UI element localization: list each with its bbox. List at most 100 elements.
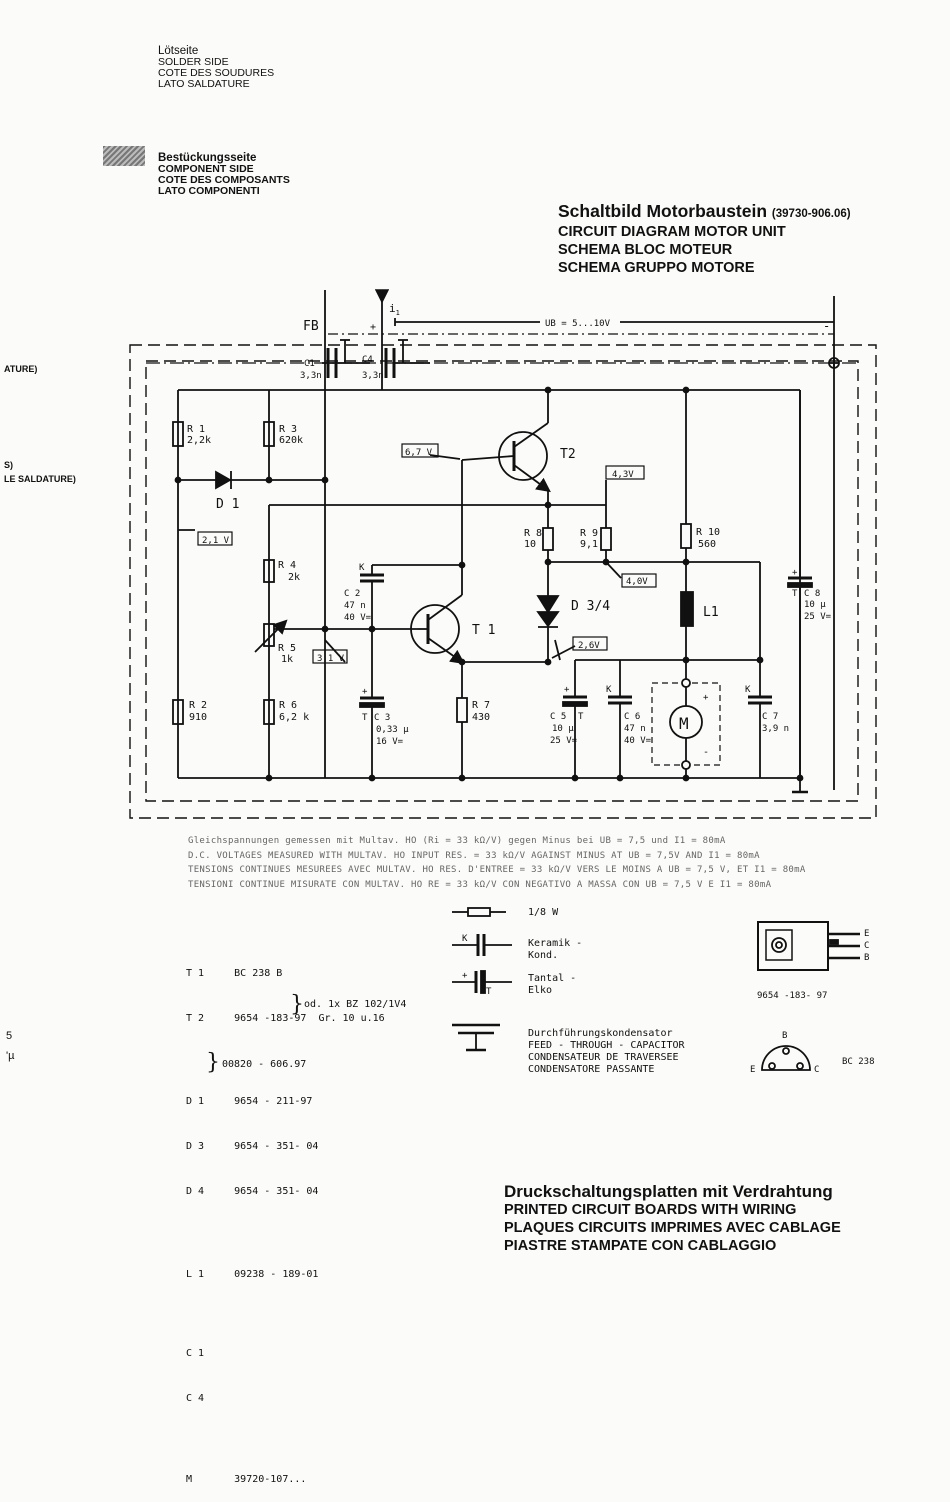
diode-brace: } [290, 992, 304, 1017]
c7-value: 3,9 n [762, 724, 789, 734]
r5-label: R 5 [278, 643, 296, 654]
r8-symbol [542, 527, 554, 551]
c5-value: 10 µ [552, 724, 574, 734]
legend-feedthrough-text: Durchführungskondensator FEED - THROUGH … [528, 1028, 685, 1076]
package-code: 9654 -183- 97 [757, 991, 827, 1001]
plus-label: + [370, 322, 376, 333]
r5-value: 1k [281, 654, 293, 665]
r1-label: R 1 [187, 424, 205, 435]
c6-value: 47 n [624, 724, 646, 734]
r4-value: 2k [288, 572, 300, 583]
voltage-box-4-0 [621, 573, 657, 588]
c7-label: C 7 [762, 712, 778, 722]
c3-voltage: 16 V= [376, 737, 404, 747]
r7-label: R 7 [472, 700, 490, 711]
r10-label: R 10 [696, 527, 720, 538]
footer-title-en: PRINTED CIRCUIT BOARDS WITH WIRING [504, 1202, 797, 1218]
supply-label: UB = 5...10V [545, 319, 611, 329]
r5-symbol [263, 623, 275, 647]
circuit-title-code: (39730-906.06) [771, 208, 851, 220]
part-m: M 39720-107... [186, 1474, 307, 1485]
circuit-schematic: FB + - i1 UB = 5...10V C1 3,3n C4 3,3n R… [129, 289, 877, 1075]
r1-value: 2,2k [187, 435, 211, 446]
c1-value: 3,3n [300, 371, 322, 381]
c8-plus: + [792, 568, 798, 578]
note-it: TENSIONI CONTINUE MISURATE CON MULTAV. H… [188, 879, 772, 890]
pin-c: C [864, 941, 869, 951]
voltage-box-2-1 [197, 531, 233, 546]
legend-ceramic-text: Keramik - Kond. [528, 938, 582, 962]
shield-frame [129, 344, 877, 819]
voltage-box-3-1 [312, 649, 348, 664]
part-d-alt: od. 1x BZ 102/1V4 [304, 999, 407, 1010]
circuit-title-it: SCHEMA GRUPPO MOTORE [558, 260, 755, 276]
part-t2: T 2 9654 -183-97 Gr. 10 u.16 [186, 1013, 385, 1024]
voltage-box-2-6 [572, 636, 608, 651]
legend-plus: + [462, 971, 468, 981]
voltage-4-0: 4,0V [626, 577, 648, 587]
r3-symbol [263, 421, 275, 447]
pin-b: B [864, 953, 869, 963]
legend-resistor-text: 1/8 W [528, 907, 559, 918]
part-d3: D 3 9654 - 351- 04 [186, 1141, 319, 1152]
c7-k-label: K [745, 685, 751, 695]
voltage-box-4-3 [605, 465, 645, 480]
t1-label: T 1 [472, 623, 495, 638]
component-side-de: Bestückungsseite [158, 152, 257, 164]
c2-value: 47 n [344, 601, 366, 611]
note-fr: TENSIONS CONTINUES MESUREES AVEC MULTAV.… [188, 865, 806, 875]
margin-fragment: S) [4, 460, 13, 470]
r6-label: R 6 [279, 700, 297, 711]
c8-value: 10 µ [804, 600, 826, 610]
c3-label: C 3 [374, 713, 390, 723]
solder-side-fr: COTE DES SOUDURES [158, 67, 275, 79]
r4-symbol [263, 559, 275, 583]
margin-fragment: LE SALDATURE) [4, 474, 76, 484]
voltage-2-1: 2,1 V [202, 536, 230, 546]
d1-symbol [215, 470, 232, 490]
component-side-en: COMPONENT SIDE [158, 163, 254, 175]
legend-k: K [462, 934, 468, 944]
d34-label: D 3/4 [571, 599, 610, 614]
c6-label: C 6 [624, 712, 640, 722]
cap-brace: } [206, 1050, 220, 1075]
c5-label: C 5 [550, 712, 566, 722]
c6-voltage: 40 V= [624, 736, 652, 746]
circuit-title: Schaltbild Motorbaustein (39730-906.06) … [558, 202, 851, 277]
r6-value: 6,2 k [279, 712, 309, 723]
minus-label: - [823, 319, 830, 333]
note-de: Gleichspannungen gemessen mit Multav. HO… [188, 836, 726, 846]
footer-title-de: Druckschaltungsplatten mit Verdrahtung [504, 1182, 833, 1201]
legend-feedthrough-fr: CONDENSATEUR DE TRAVERSEE [528, 1052, 679, 1063]
c8-t-mark: T [792, 589, 798, 599]
c4-label: C4 [362, 355, 373, 365]
t1-symbol [410, 604, 460, 654]
legend-tantal-text: Tantal - Elko [528, 973, 576, 997]
to92-type: BC 238 [842, 1057, 875, 1067]
margin-fragment: ATURE) [4, 364, 38, 374]
margin-fragment: 'µ [6, 1050, 15, 1062]
r7-symbol [456, 697, 468, 723]
circuit-title-en: CIRCUIT DIAGRAM MOTOR UNIT [558, 224, 786, 240]
part-t1: T 1 BC 238 B [186, 968, 283, 979]
r7-value: 430 [472, 712, 490, 723]
to92-outline [761, 1045, 811, 1071]
voltage-3-1: 3,1 V [317, 654, 345, 664]
c3-t-mark: T [362, 713, 368, 723]
c5-t-mark: T [578, 712, 584, 722]
d4-symbol [536, 611, 560, 628]
legend-feedthrough-en: FEED - THROUGH - CAPACITOR [528, 1040, 685, 1051]
r3-label: R 3 [279, 424, 297, 435]
solder-side-header: Lötseite SOLDER SIDE COTE DES SOUDURES L… [158, 45, 275, 90]
part-l1: L 1 09238 - 189-01 [186, 1269, 319, 1280]
component-side-it: LATO COMPONENTI [158, 185, 260, 197]
solder-side-it: LATO SALDATURE [158, 78, 250, 90]
component-side-header: Bestückungsseite COMPONENT SIDE COTE DES… [158, 152, 290, 197]
solder-side-de: Lötseite [158, 45, 199, 57]
to92-e: E [750, 1065, 755, 1075]
footer-title: Druckschaltungsplatten mit Verdrahtung P… [504, 1183, 841, 1255]
circuit-title-de: Schaltbild Motorbaustein [558, 201, 768, 221]
c1-label: C1 [304, 359, 315, 369]
d3-symbol [536, 595, 560, 614]
voltage-6-7: 6,7 V [405, 448, 433, 458]
